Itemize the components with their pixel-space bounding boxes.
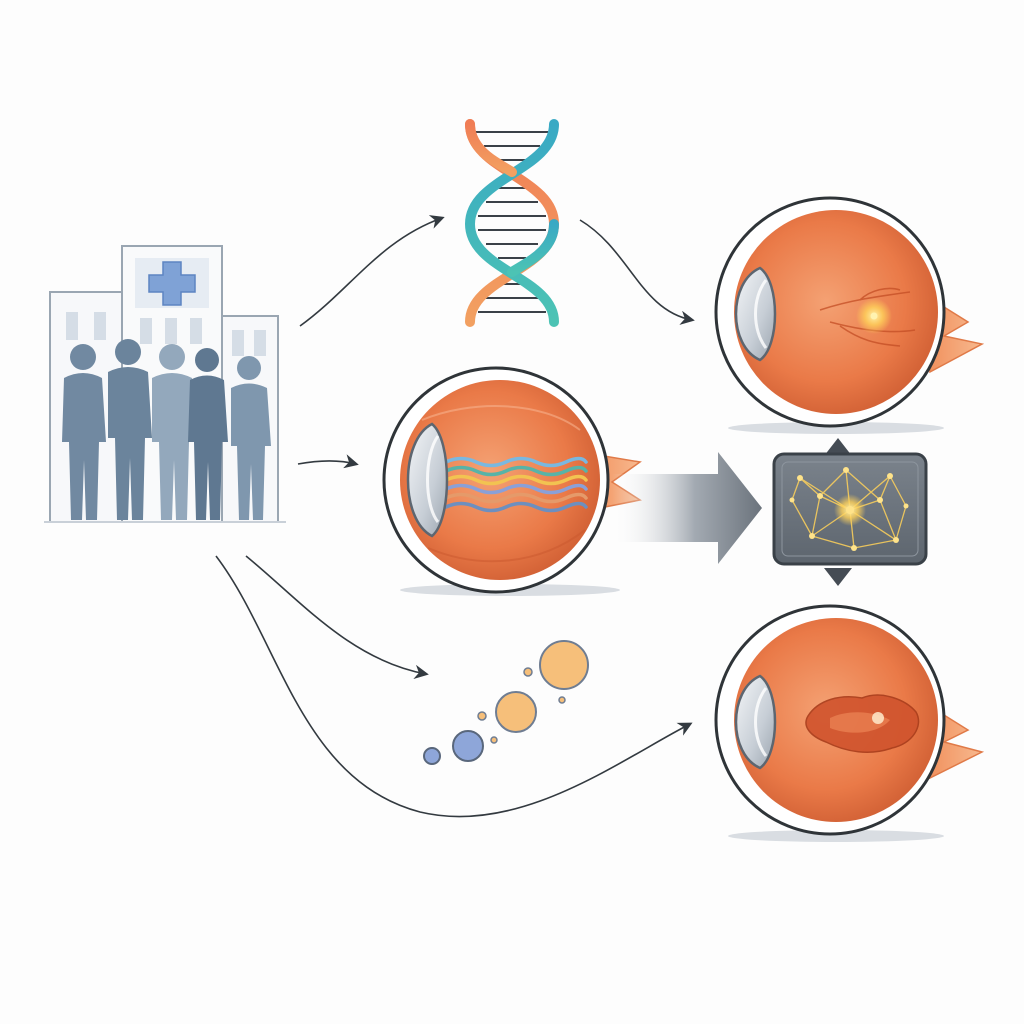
eye-cross-section-icon xyxy=(382,366,642,596)
molecule-circles-icon xyxy=(423,640,589,765)
eye-retina-degeneration-icon xyxy=(714,604,985,842)
arrow-patients-to-eye-mid xyxy=(297,454,359,469)
arrow-patients-to-dna xyxy=(299,215,445,327)
eye-retina-lesion-icon xyxy=(714,196,985,434)
retinal-layers xyxy=(444,456,588,513)
arrow-patients-to-eye-bottom xyxy=(215,555,693,818)
neural-network-chip-icon xyxy=(772,438,928,586)
arrow-patients-to-biomarkers xyxy=(245,555,429,679)
hospital-patients-icon xyxy=(44,245,286,523)
dna-helix-icon xyxy=(464,119,560,327)
connector-arrows xyxy=(215,215,695,818)
processing-arrow xyxy=(612,452,762,564)
patient-figures xyxy=(62,339,271,520)
arrow-dna-to-eye-top xyxy=(579,219,695,325)
